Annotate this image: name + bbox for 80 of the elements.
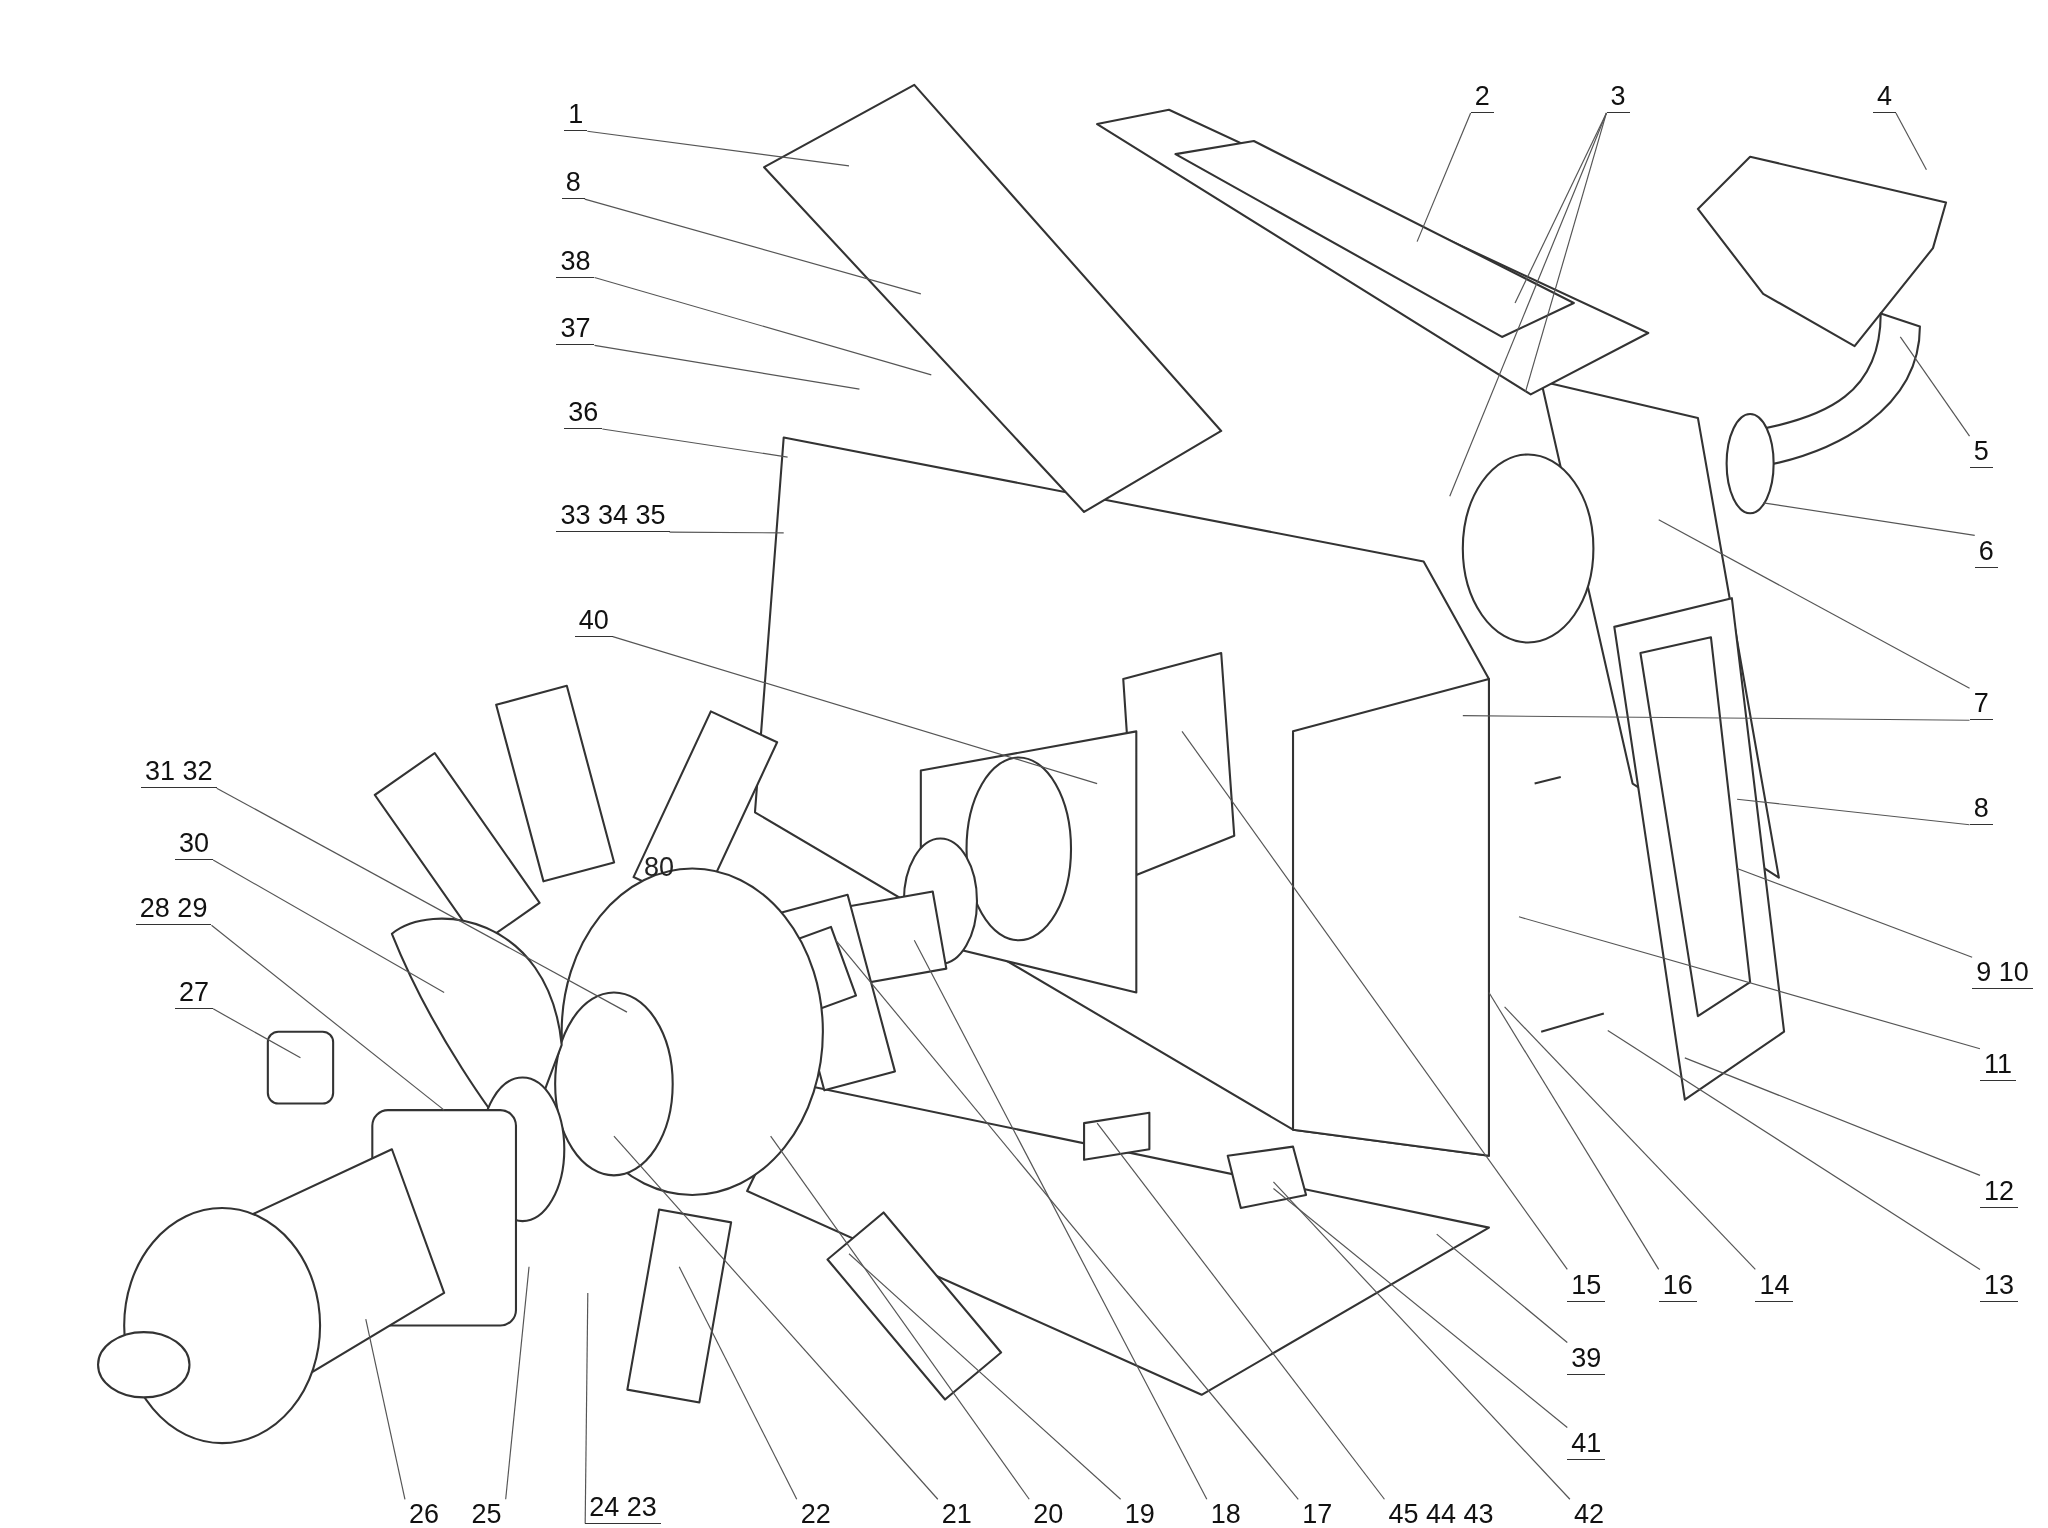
callout-number: 7: [1969, 688, 1993, 721]
leader-line: [601, 428, 789, 458]
callout-number: 37: [556, 313, 595, 346]
callout-number: 20: [1029, 1499, 1068, 1528]
leader-line: [365, 1318, 406, 1500]
callout-number: 24 23: [585, 1491, 661, 1524]
callout-number: 27: [175, 976, 214, 1009]
callout-number: 45 44 43: [1384, 1499, 1498, 1528]
leader-line: [1899, 336, 1971, 437]
callout-number: 18: [1206, 1499, 1245, 1528]
callout-number: 3: [1606, 80, 1630, 113]
callout-number: 38: [556, 245, 595, 278]
leader-line: [613, 1135, 939, 1500]
leader-line: [505, 1266, 530, 1500]
callout-number: 9 10: [1972, 957, 2033, 990]
callout-number: 2: [1470, 80, 1494, 113]
callout-number: 41: [1567, 1427, 1606, 1460]
part-label: 80: [643, 851, 674, 882]
callout-number: 19: [1120, 1499, 1159, 1528]
callout-number: 14: [1755, 1269, 1794, 1302]
leader-line: [612, 636, 1098, 785]
leader-line: [212, 859, 445, 994]
callout-number: 5: [1969, 436, 1993, 469]
leader-line: [1762, 502, 1976, 537]
leader-line: [1462, 715, 1971, 721]
callout-number: 42: [1569, 1499, 1608, 1528]
leader-line: [212, 1008, 302, 1059]
callout-number: 21: [937, 1499, 976, 1528]
leader-line: [1514, 112, 1608, 304]
callout-number: 22: [796, 1499, 835, 1528]
leader-line: [835, 939, 1299, 1500]
leader-line: [593, 276, 932, 376]
callout-number: 36: [564, 397, 603, 430]
callout-number: 40: [574, 604, 613, 637]
leader-line: [586, 130, 850, 167]
callout-number: 11: [1980, 1048, 2017, 1081]
callout-number: 26: [404, 1499, 443, 1528]
callout-number: 13: [1980, 1269, 2019, 1302]
leader-line: [1736, 798, 1971, 826]
callout-number: 6: [1974, 535, 1998, 568]
leader-line: [1895, 112, 1927, 171]
leader-line: [1488, 991, 1660, 1270]
leader-line: [1416, 112, 1472, 243]
leader-line: [1272, 1187, 1568, 1428]
leader-line: [584, 1292, 589, 1524]
callout-number: 25: [467, 1499, 506, 1528]
leader-line: [1684, 1057, 1981, 1176]
callout-number: 15: [1567, 1269, 1606, 1302]
leader-line: [678, 1266, 798, 1500]
leader-line: [1504, 1006, 1756, 1270]
leader-line: [1607, 1029, 1981, 1270]
leader-line: [1524, 112, 1608, 393]
leader-line: [210, 924, 445, 1111]
callout-number: 1: [564, 99, 588, 132]
callout-number: 16: [1658, 1269, 1697, 1302]
leader-line: [1449, 112, 1608, 497]
leader-line: [1518, 916, 1981, 1050]
callout-number: 30: [175, 828, 214, 861]
leader-line: [584, 198, 922, 295]
callout-number: 28 29: [135, 893, 212, 926]
leader-line: [770, 1135, 1030, 1500]
leader-line: [593, 344, 861, 390]
callout-number: 33 34 35: [556, 500, 670, 533]
leader-line: [216, 787, 628, 1013]
callout-number: 17: [1298, 1499, 1337, 1528]
callout-number: 8: [561, 167, 585, 200]
leader-line: [1272, 1181, 1571, 1500]
callout-number: 39: [1567, 1342, 1606, 1375]
leader-line: [1181, 730, 1568, 1270]
leader-line: [1096, 1122, 1386, 1500]
callout-number: 12: [1980, 1175, 2019, 1208]
leader-line: [848, 1253, 1122, 1500]
leader-line: [668, 531, 785, 534]
callout-number: 31 32: [141, 756, 217, 789]
callout-number: 4: [1872, 80, 1896, 113]
leader-line: [1658, 519, 1971, 689]
callout-number: 8: [1969, 792, 1993, 825]
leader-line: [1436, 1233, 1568, 1344]
leader-line: [1736, 867, 1973, 958]
leader-line: [913, 939, 1208, 1500]
